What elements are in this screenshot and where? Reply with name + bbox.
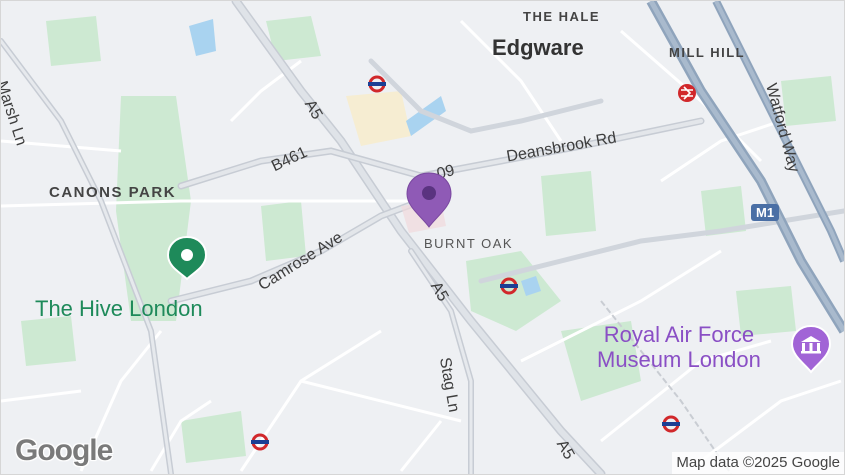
- area-label-mill-hill: MILL HILL: [669, 45, 746, 60]
- minor-streets: [1, 19, 842, 472]
- underground-icon[interactable]: [250, 432, 270, 452]
- underground-icon[interactable]: [661, 414, 681, 434]
- poi-label-raf-museum[interactable]: Royal Air Force Museum London: [597, 322, 761, 372]
- google-logo: Google: [15, 434, 113, 467]
- poi-label-raf-line2: Museum London: [597, 347, 761, 372]
- poi-label-raf-line1: Royal Air Force: [603, 322, 755, 347]
- railway-line: [600, 300, 732, 474]
- area-label-burnt-oak: BURNT OAK: [424, 236, 514, 251]
- green-pin-icon[interactable]: [165, 235, 209, 281]
- motorway-m1: [646, 1, 844, 334]
- area-label-edgware: Edgware: [492, 35, 584, 60]
- motorway-shield-m1: M1: [751, 204, 780, 221]
- poi-label-the-hive[interactable]: The Hive London: [35, 296, 203, 321]
- underground-icon[interactable]: [367, 74, 387, 94]
- area-label-canons-park: CANONS PARK: [49, 184, 177, 201]
- museum-icon[interactable]: [789, 324, 833, 374]
- underground-icon[interactable]: [499, 276, 519, 296]
- commercial-area: [346, 91, 411, 146]
- national-rail-icon[interactable]: [677, 83, 697, 103]
- water-areas: [189, 19, 541, 296]
- map-pin-icon[interactable]: [402, 171, 456, 229]
- map-copyright[interactable]: Map data ©2025 Google: [672, 452, 844, 474]
- area-label-the-hale: THE HALE: [523, 9, 600, 24]
